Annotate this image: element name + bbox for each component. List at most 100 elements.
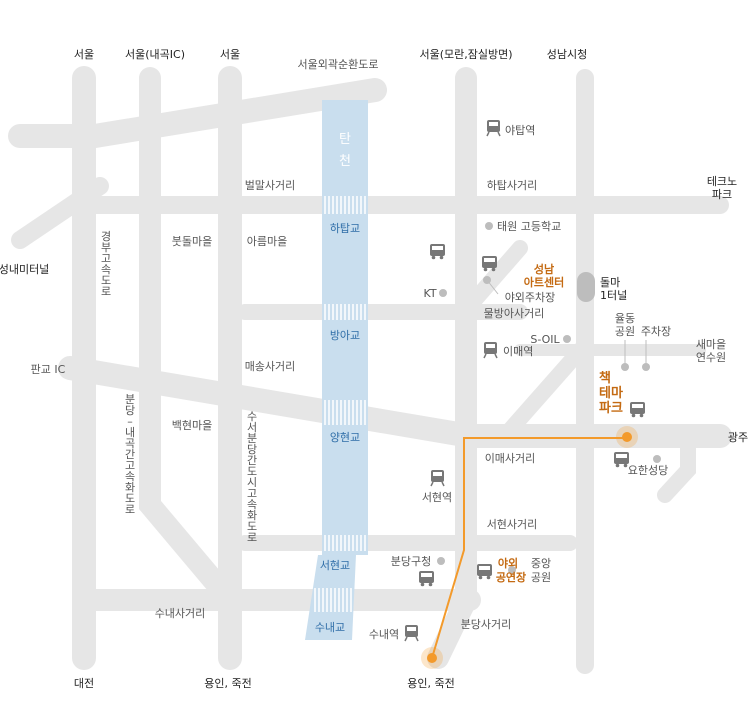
svg-text:당: 당 <box>125 404 135 417</box>
svg-text:분: 분 <box>125 393 135 406</box>
label-book-theme-park-1: 책 <box>599 371 611 386</box>
label-pangyo-ic: 판교 IC <box>31 363 66 376</box>
label-seoul-moran: 서울(모란,잠실방면) <box>419 48 512 61</box>
label-seoul-left: 서울 <box>74 48 94 61</box>
road-imae-diag2 <box>458 240 528 318</box>
route-destination-marker <box>622 432 632 442</box>
label-gyeongbu-expressway: 경 부 고 속 도 로 <box>101 230 111 298</box>
svg-text:고: 고 <box>101 252 111 265</box>
label-hatap-bridge: 하탑교 <box>330 221 360 235</box>
road-moran <box>427 67 477 669</box>
svg-text:화: 화 <box>125 481 135 494</box>
label-seohyeon-station: 서현역 <box>422 491 452 504</box>
taewon-school-dot <box>485 222 493 230</box>
train-icon-yatap <box>486 120 501 137</box>
label-seoul-mid: 서울 <box>220 48 240 61</box>
label-outdoor-stage-1: 야외 <box>498 556 518 570</box>
label-yongin-left: 용인, 죽전 <box>204 677 251 690</box>
label-art-center-2: 아트센터 <box>524 275 564 289</box>
label-yohan-church: 요한성당 <box>628 464 668 477</box>
svg-text:화: 화 <box>247 509 257 522</box>
label-sunae-intersection: 수내사거리 <box>155 607 206 620</box>
label-dolma-tunnel-2: 1터널 <box>600 289 627 302</box>
label-imae-intersection: 이매사거리 <box>485 452 536 465</box>
s-oil-dot <box>563 335 571 343</box>
label-taewon-school: 태원 고등학교 <box>497 220 561 233</box>
train-icon-seohyeon <box>430 470 445 487</box>
label-art-center-1: 성남 <box>534 262 554 276</box>
svg-text:도: 도 <box>101 274 111 287</box>
svg-text:간: 간 <box>247 454 257 467</box>
svg-text:속: 속 <box>247 498 257 511</box>
svg-text:간: 간 <box>125 448 135 461</box>
label-yatap-station: 야탑역 <box>505 124 535 137</box>
label-kt: KT <box>423 287 436 300</box>
svg-text:고: 고 <box>125 459 135 472</box>
label-saemaeul-2: 연수원 <box>696 351 726 364</box>
svg-text:–: – <box>127 415 133 428</box>
dolma-tunnel-mark <box>577 272 595 302</box>
bus-icon-stage <box>477 564 492 580</box>
label-yanghyeon-bridge: 양현교 <box>330 431 360 444</box>
label-bundang-office: 분당구청 <box>391 555 431 568</box>
svg-text:경: 경 <box>101 230 111 243</box>
bus-icon-kt <box>430 244 445 260</box>
label-gwangju: 광주 <box>728 431 748 444</box>
label-techno-park-1: 테크노 <box>707 175 737 188</box>
stream-body <box>322 100 368 555</box>
svg-text:도: 도 <box>247 520 257 533</box>
bundang-office-dot <box>437 557 445 565</box>
svg-text:속: 속 <box>101 263 111 276</box>
central-park-dot <box>508 566 516 574</box>
label-maesong-intersection: 매송사거리 <box>245 360 296 373</box>
label-dolma-tunnel-1: 돌마 <box>600 276 620 289</box>
bus-icon-yohan <box>614 452 629 468</box>
label-seohyeon-intersection: 서현사거리 <box>487 518 538 531</box>
tancheon-stream <box>305 100 368 640</box>
label-parking-lot: 야외주차장 <box>505 291 556 304</box>
label-areum-village: 아름마을 <box>247 235 287 248</box>
label-yuldong-park-2: 공원 <box>615 325 635 338</box>
label-daejeon: 대전 <box>74 677 94 690</box>
svg-text:곡: 곡 <box>125 437 135 450</box>
route-line <box>431 437 627 659</box>
label-sunae-bridge: 수내교 <box>315 621 345 634</box>
svg-text:부: 부 <box>101 241 111 254</box>
label-suseo-bundang-road: 수 서 분 당 간 도 시 고 속 화 도 로 <box>247 410 257 544</box>
label-book-theme-park-3: 파크 <box>599 401 623 416</box>
label-yuldong-park-1: 율동 <box>615 312 635 325</box>
label-bundang-intersection: 분당사거리 <box>461 618 512 631</box>
label-seongnam-cityhall: 성남시청 <box>547 48 587 61</box>
bus-icon-bookpark <box>630 402 645 418</box>
svg-text:내: 내 <box>125 426 135 439</box>
train-icon-imae <box>483 342 498 359</box>
road-network <box>8 66 732 674</box>
label-baekhyeon-village: 백현마을 <box>172 419 212 432</box>
stream-crossings <box>314 196 366 612</box>
svg-text:속: 속 <box>125 470 135 483</box>
svg-text:로: 로 <box>247 531 257 544</box>
svg-text:로: 로 <box>101 285 111 298</box>
label-banga-bridge: 방아교 <box>330 329 360 342</box>
label-seoul-ic: 서울(내곡IC) <box>125 48 185 61</box>
svg-text:분: 분 <box>247 432 257 445</box>
label-seohyeon-bridge: 서현교 <box>320 559 350 572</box>
label-outer-ring: 서울외곽순환도로 <box>298 58 379 71</box>
label-mulbangah-intersection: 물방아사거리 <box>484 307 545 320</box>
label-seongnae-terminal: 성내미터널 <box>0 263 49 276</box>
train-icon-sunae <box>404 625 419 642</box>
label-outdoor-stage-2: 공연장 <box>496 570 526 584</box>
svg-text:서: 서 <box>247 421 257 434</box>
label-butdol-village: 붓돌마을 <box>172 235 212 248</box>
label-saemaeul-1: 새마을 <box>696 338 726 351</box>
label-cheon: 천 <box>339 154 351 169</box>
kt-dot <box>439 289 447 297</box>
svg-text:고: 고 <box>247 487 257 500</box>
label-techno-park-2: 파크 <box>712 188 732 201</box>
svg-text:수: 수 <box>247 410 257 423</box>
svg-text:도: 도 <box>125 492 135 505</box>
label-central-park-2: 공원 <box>531 571 551 584</box>
bus-icon-office <box>419 571 434 587</box>
label-yongin-right: 용인, 죽전 <box>407 677 454 690</box>
